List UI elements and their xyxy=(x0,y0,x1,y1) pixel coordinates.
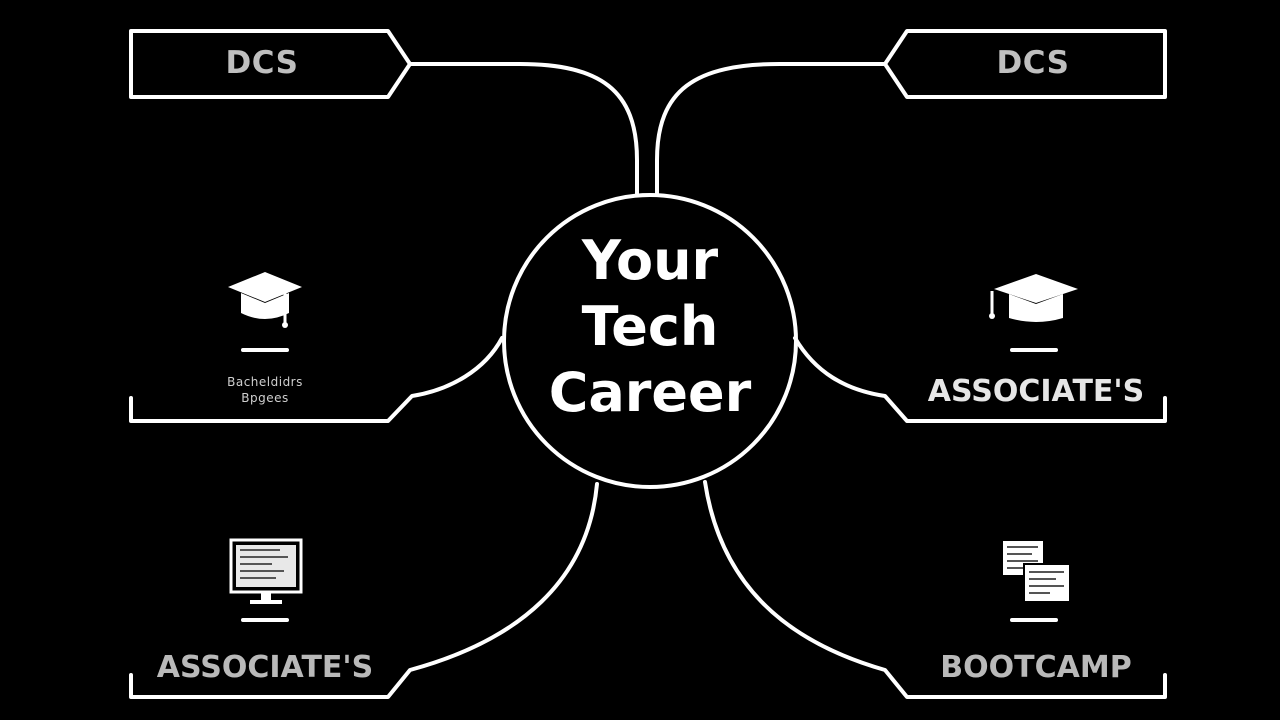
bracket-bottom-right xyxy=(703,480,1167,699)
bracket-mid-left xyxy=(129,336,504,423)
center-title: Your Tech Career xyxy=(500,228,800,426)
graduation-cap-icon xyxy=(989,274,1078,322)
center-title-line-3: Career xyxy=(548,361,752,424)
bracket-bottom-left xyxy=(129,482,599,699)
top-right-tag-label: DCS xyxy=(996,45,1070,81)
mid-left-label-line-2: Bpgees xyxy=(241,391,289,405)
documents-icon xyxy=(1001,539,1071,603)
bottom-right-label: BOOTCAMP xyxy=(940,650,1132,685)
mid-right-label: ASSOCIATE'S xyxy=(927,374,1145,409)
graduation-cap-icon xyxy=(228,272,302,328)
tag-top-right xyxy=(883,29,1167,99)
connector-top-left xyxy=(408,62,639,197)
center-title-line-2: Tech xyxy=(581,295,719,358)
center-title-line-1: Your xyxy=(581,229,719,292)
computer-monitor-icon xyxy=(229,538,303,604)
mid-left-label: Bacheldidrs Bpgees xyxy=(195,374,335,406)
bottom-left-label: ASSOCIATE'S xyxy=(156,650,374,685)
connector-top-right xyxy=(655,62,887,197)
mid-left-label-line-1: Bacheldidrs xyxy=(227,375,303,389)
top-left-tag-label: DCS xyxy=(225,45,299,81)
tag-top-left xyxy=(129,29,412,99)
bracket-mid-right xyxy=(793,336,1167,423)
